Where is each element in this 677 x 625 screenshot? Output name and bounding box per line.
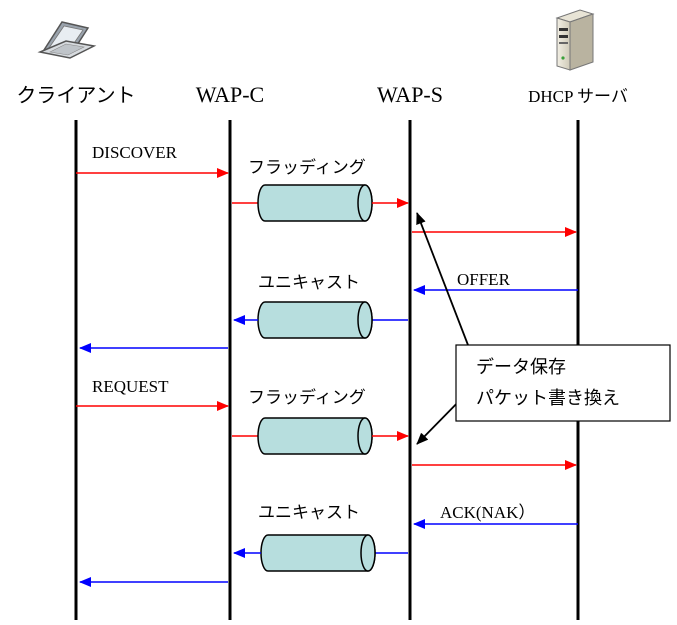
laptop-icon	[37, 21, 97, 59]
flooding-tunnel-2	[257, 417, 373, 455]
unicast-label-1: ユニキャスト	[258, 273, 360, 292]
participant-wap-c-label: WAP-C	[196, 82, 264, 107]
flooding-tunnel-1	[257, 184, 373, 222]
participant-wap-s-label: WAP-S	[377, 82, 443, 107]
callout-note: データ保存 パケット書き換え	[455, 344, 671, 422]
ack-label: ACK(NAK）	[440, 503, 535, 522]
flooding-label-1: フラッディング	[248, 157, 366, 177]
flooding-label-2: フラッディング	[248, 387, 366, 407]
discover-label: DISCOVER	[92, 143, 178, 162]
request-label: REQUEST	[92, 377, 169, 396]
note-pointer-arrow-1	[416, 212, 469, 346]
note-line-1: データ保存	[476, 357, 566, 377]
note-line-2: パケット書き換え	[476, 388, 620, 408]
unicast-tunnel-2	[260, 534, 376, 572]
server-tower-icon	[555, 9, 595, 71]
participant-dhcp-label: DHCP サーバ	[528, 87, 628, 106]
participant-client-label: クライアント	[16, 84, 135, 107]
unicast-label-2: ユニキャスト	[258, 503, 360, 522]
unicast-tunnel-1	[257, 301, 373, 339]
offer-label: OFFER	[457, 270, 511, 289]
